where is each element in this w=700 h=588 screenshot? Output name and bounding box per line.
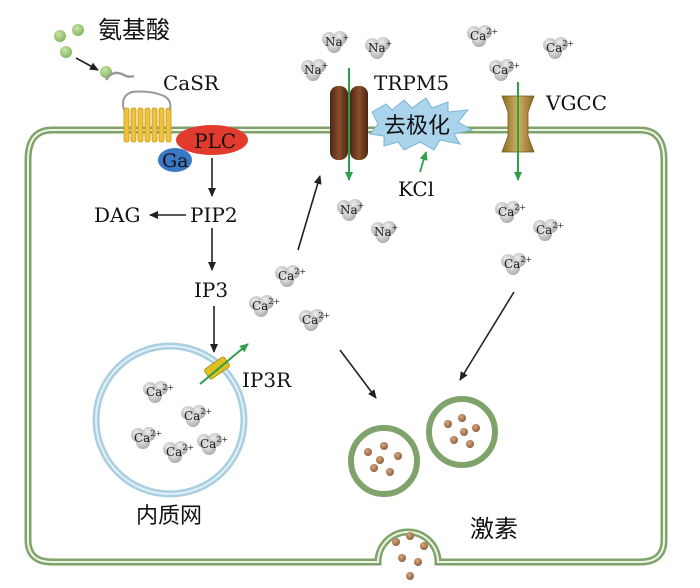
pip2-label: PIP2 (190, 203, 238, 227)
secretory-vesicle-left (348, 425, 420, 497)
endoplasmic-reticulum (92, 342, 248, 498)
ip3r-label: IP3R (242, 368, 292, 392)
casr-receptor (104, 71, 172, 143)
cell-membrane (24, 126, 668, 566)
vgcc-label: VGCC (545, 91, 607, 115)
amino-acid-label: 氨基酸 (98, 16, 170, 44)
dag-label: DAG (94, 203, 140, 227)
vgcc-ca-to-vesicle-arrow (459, 291, 515, 381)
calcium-ion-extracellular-ca-5: Ca2+ (467, 25, 498, 47)
sodium-ion-extracellular-na-2: Na+ (301, 59, 328, 81)
plc-enzyme (176, 125, 248, 155)
calcium-ion-cytosolic-ca-12: Ca2+ (249, 295, 280, 317)
calcium-ion-extracellular-ca-6: Ca2+ (543, 37, 574, 59)
calcium-ion-vgcc-ca-8: Ca2+ (495, 201, 526, 223)
ion-label: Ca2+ (492, 61, 520, 77)
ip3r-green-arrow (199, 343, 249, 385)
ion-label: Na+ (325, 33, 349, 49)
trpm5-label: TRPM5 (374, 71, 449, 95)
secreted-hormone-granules (392, 532, 428, 580)
calcium-ion-er-ca-18: Ca2+ (197, 433, 228, 455)
calcium-ion-er-ca-16: Ca2+ (131, 427, 162, 449)
amino-acid-arrow (75, 57, 99, 71)
ca-to-trpm5-arrow (297, 175, 322, 251)
casr-label: CaSR (163, 71, 220, 95)
calcium-ion-extracellular-ca-7: Ca2+ (489, 59, 520, 81)
sodium-ion-extracellular-na-0: Na+ (322, 31, 349, 53)
er-label: 内质网 (136, 504, 202, 529)
ga-subunit (158, 148, 192, 172)
depolarization-burst (369, 97, 474, 151)
depolarization-label: 去极化 (384, 114, 450, 139)
kcl-label: KCl (398, 177, 434, 201)
ion-label: Na+ (368, 39, 392, 55)
ion-label: Ca2+ (470, 27, 498, 43)
ca-to-vesicle-left-arrow (339, 349, 377, 399)
ion-label: Ca2+ (546, 39, 574, 55)
calcium-ion-cytosolic-ca-11: Ca2+ (275, 265, 306, 287)
sodium-ion-extracellular-na-1: Na+ (365, 37, 392, 59)
hormone-granules (364, 414, 480, 476)
kcl-arrow (419, 151, 428, 173)
trpm5-channel (330, 86, 368, 160)
ion-label: Na+ (304, 61, 328, 77)
plc-label: PLC (194, 129, 236, 153)
hormone-label: 激素 (470, 515, 518, 543)
amino-acid-molecules (54, 24, 112, 78)
ip3-label: IP3 (194, 278, 228, 302)
ga-label: Ga (162, 150, 189, 172)
